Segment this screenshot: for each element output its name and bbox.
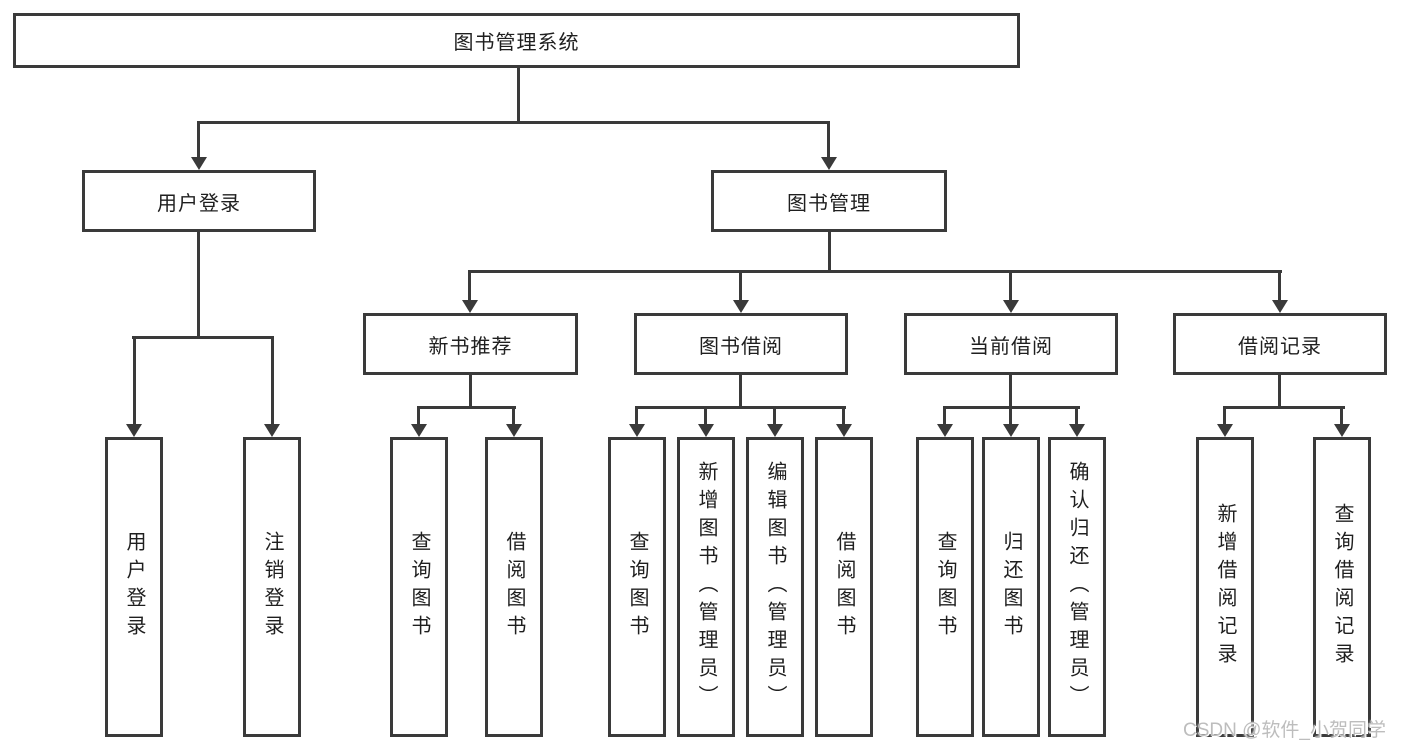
arrow-down-icon xyxy=(506,424,522,437)
node-user-login: 用户登录 xyxy=(82,170,316,232)
node-add-book-admin: 新增图书（管理员） xyxy=(677,437,735,737)
connector-vline xyxy=(773,406,776,426)
connector-vline xyxy=(739,270,742,303)
connector-hline xyxy=(635,406,846,409)
connector-hline xyxy=(1223,406,1345,409)
node-user-login-label: 用户登录 xyxy=(157,192,241,215)
connector-vline xyxy=(517,68,520,122)
connector-vline xyxy=(1009,406,1012,426)
connector-vline xyxy=(1340,406,1343,426)
node-borrow-books-1: 借阅图书 xyxy=(485,437,543,737)
node-query-books-2-label: 查询图书 xyxy=(626,531,648,643)
connector-vline xyxy=(943,406,946,426)
node-query-books-3: 查询图书 xyxy=(916,437,974,737)
arrow-down-icon xyxy=(767,424,783,437)
connector-hline xyxy=(197,121,830,124)
connector-vline xyxy=(271,336,274,424)
node-confirm-return-admin: 确认归还（管理员） xyxy=(1048,437,1106,737)
node-book-management-label: 图书管理 xyxy=(787,192,871,215)
connector-vline xyxy=(1009,270,1012,303)
arrow-down-icon xyxy=(462,300,478,313)
node-edit-book-admin: 编辑图书（管理员） xyxy=(746,437,804,737)
connector-vline xyxy=(512,406,515,426)
node-book-borrowing-label: 图书借阅 xyxy=(699,335,783,358)
node-library-system: 图书管理系统 xyxy=(13,13,1020,68)
connector-hline xyxy=(132,336,274,339)
node-library-system-label: 图书管理系统 xyxy=(453,32,580,54)
connector-vline xyxy=(1075,406,1078,426)
arrow-down-icon xyxy=(629,424,645,437)
connector-vline xyxy=(842,406,845,426)
connector-vline xyxy=(739,375,742,409)
arrow-down-icon xyxy=(1334,424,1350,437)
connector-vline xyxy=(1278,375,1281,409)
arrow-down-icon xyxy=(1003,300,1019,313)
connector-vline xyxy=(704,406,707,426)
node-book-borrowing: 图书借阅 xyxy=(634,313,848,375)
node-query-books-1: 查询图书 xyxy=(390,437,448,737)
arrow-down-icon xyxy=(698,424,714,437)
node-add-borrow-record-label: 新增借阅记录 xyxy=(1214,503,1236,671)
node-borrow-books-1-label: 借阅图书 xyxy=(503,531,525,643)
connector-vline xyxy=(1223,406,1226,426)
node-current-borrowing-label: 当前借阅 xyxy=(969,335,1053,358)
node-confirm-return-admin-label: 确认归还（管理员） xyxy=(1066,461,1088,713)
node-edit-book-admin-label: 编辑图书（管理员） xyxy=(764,461,786,713)
connector-vline xyxy=(827,121,830,159)
connector-hline xyxy=(468,270,1282,273)
arrow-down-icon xyxy=(733,300,749,313)
csdn-watermark: CSDN @软件_小贺同学 xyxy=(1183,720,1386,741)
node-query-borrow-record-label: 查询借阅记录 xyxy=(1331,503,1353,671)
node-borrow-records: 借阅记录 xyxy=(1173,313,1387,375)
node-borrow-books-2: 借阅图书 xyxy=(815,437,873,737)
connector-vline xyxy=(197,121,200,159)
node-logout-label: 注销登录 xyxy=(261,531,283,643)
arrow-down-icon xyxy=(1069,424,1085,437)
node-new-book-recommend-label: 新书推荐 xyxy=(428,335,513,358)
node-new-book-recommend: 新书推荐 xyxy=(363,313,578,375)
connector-vline xyxy=(133,336,136,424)
connector-vline xyxy=(1009,375,1012,409)
node-query-books-1-label: 查询图书 xyxy=(408,531,430,643)
arrow-down-icon xyxy=(937,424,953,437)
node-user-login-leaf-label: 用户登录 xyxy=(123,531,145,643)
node-logout: 注销登录 xyxy=(243,437,301,737)
connector-vline xyxy=(635,406,638,426)
node-query-borrow-record: 查询借阅记录 xyxy=(1313,437,1371,737)
connector-vline xyxy=(197,232,200,336)
arrow-down-icon xyxy=(264,424,280,437)
node-query-books-3-label: 查询图书 xyxy=(934,531,956,643)
arrow-down-icon xyxy=(836,424,852,437)
connector-hline xyxy=(417,406,516,409)
arrow-down-icon xyxy=(191,157,207,170)
node-borrow-records-label: 借阅记录 xyxy=(1238,335,1322,358)
arrow-down-icon xyxy=(821,157,837,170)
connector-vline xyxy=(1278,270,1281,303)
arrow-down-icon xyxy=(126,424,142,437)
connector-vline xyxy=(417,406,420,426)
node-add-borrow-record: 新增借阅记录 xyxy=(1196,437,1254,737)
arrow-down-icon xyxy=(1217,424,1233,437)
arrow-down-icon xyxy=(411,424,427,437)
node-current-borrowing: 当前借阅 xyxy=(904,313,1118,375)
arrow-down-icon xyxy=(1272,300,1288,313)
node-borrow-books-2-label: 借阅图书 xyxy=(833,531,855,643)
connector-vline xyxy=(469,375,472,409)
connector-vline xyxy=(828,232,831,270)
connector-vline xyxy=(468,270,471,303)
arrow-down-icon xyxy=(1003,424,1019,437)
node-query-books-2: 查询图书 xyxy=(608,437,666,737)
node-return-books-label: 归还图书 xyxy=(1000,531,1022,643)
node-book-management: 图书管理 xyxy=(711,170,947,232)
node-user-login-leaf: 用户登录 xyxy=(105,437,163,737)
node-add-book-admin-label: 新增图书（管理员） xyxy=(695,461,717,713)
node-return-books: 归还图书 xyxy=(982,437,1040,737)
